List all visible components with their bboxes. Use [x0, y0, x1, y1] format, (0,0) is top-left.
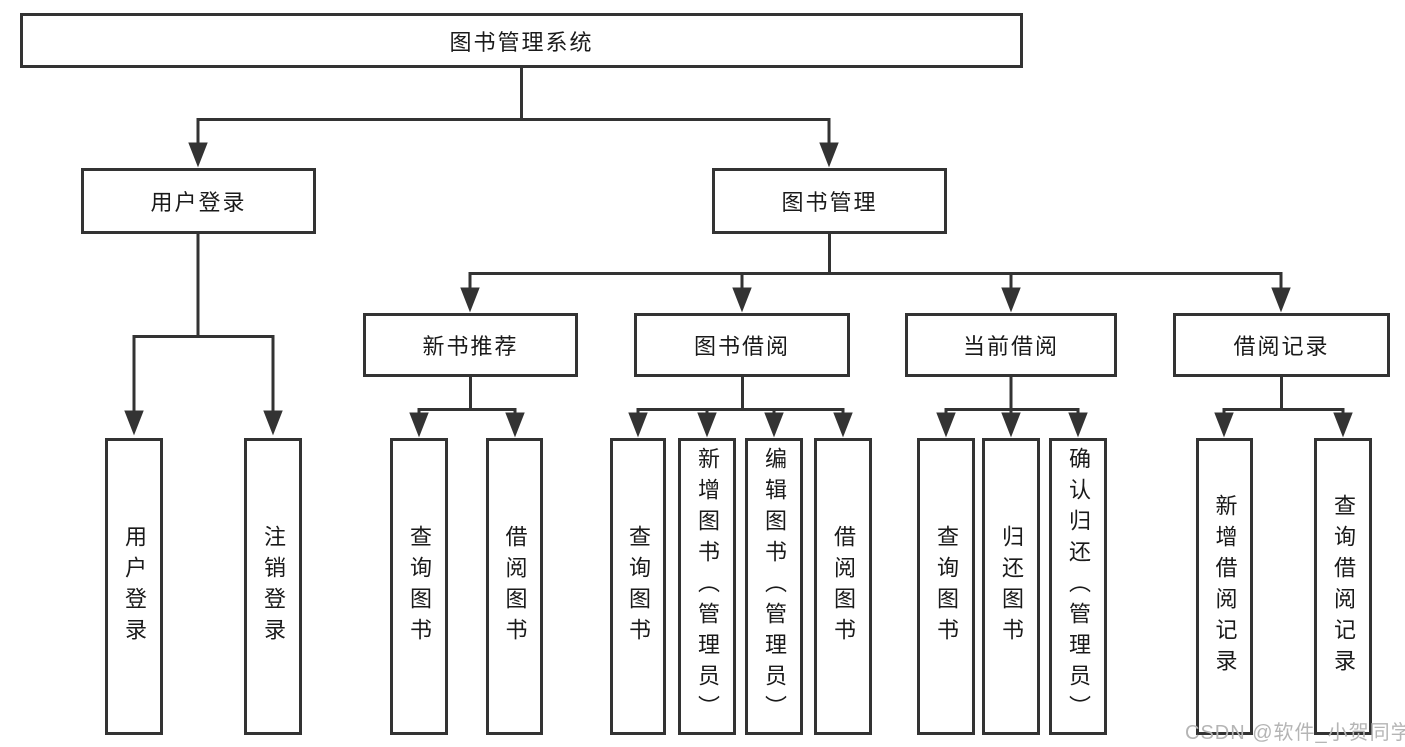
connector-book-management-children: [460, 233, 1291, 313]
node-current-return-books: 归还图书: [982, 438, 1040, 735]
connector-current-borrowing-children: [936, 377, 1088, 438]
connector-new-book-recommend-children: [409, 377, 525, 438]
node-borrow-edit-books: 编辑图书（管理员）: [745, 438, 803, 735]
node-borrow-add-books: 新增图书（管理员）: [678, 438, 736, 735]
node-book-borrowing: 图书借阅: [634, 313, 850, 377]
node-records-add-record: 新增借阅记录: [1196, 438, 1253, 735]
node-leaf-logout: 注销登录: [244, 438, 302, 735]
connector-book-borrowing-children: [628, 377, 853, 438]
connector-root-to-level2: [188, 68, 839, 168]
watermark-text: CSDN @软件_小贺同学: [1185, 722, 1405, 744]
connector-user-login-children: [124, 234, 283, 436]
node-user-login: 用户登录: [81, 168, 316, 234]
node-root: 图书管理系统: [20, 13, 1023, 68]
node-current-borrowing: 当前借阅: [905, 313, 1117, 377]
node-book-management: 图书管理: [712, 168, 947, 234]
node-current-query-books: 查询图书: [917, 438, 975, 735]
node-new-book-recommend: 新书推荐: [363, 313, 578, 377]
node-borrowing-records: 借阅记录: [1173, 313, 1390, 377]
node-recommend-borrow-books: 借阅图书: [486, 438, 543, 735]
node-recommend-query-books: 查询图书: [390, 438, 448, 735]
node-leaf-user-login: 用户登录: [105, 438, 163, 735]
connector-borrowing-records-children: [1214, 377, 1353, 438]
node-borrow-query-books: 查询图书: [610, 438, 666, 735]
node-records-query-record: 查询借阅记录: [1314, 438, 1372, 735]
node-current-confirm-return: 确认归还（管理员）: [1049, 438, 1107, 735]
node-borrow-borrow-books: 借阅图书: [814, 438, 872, 735]
